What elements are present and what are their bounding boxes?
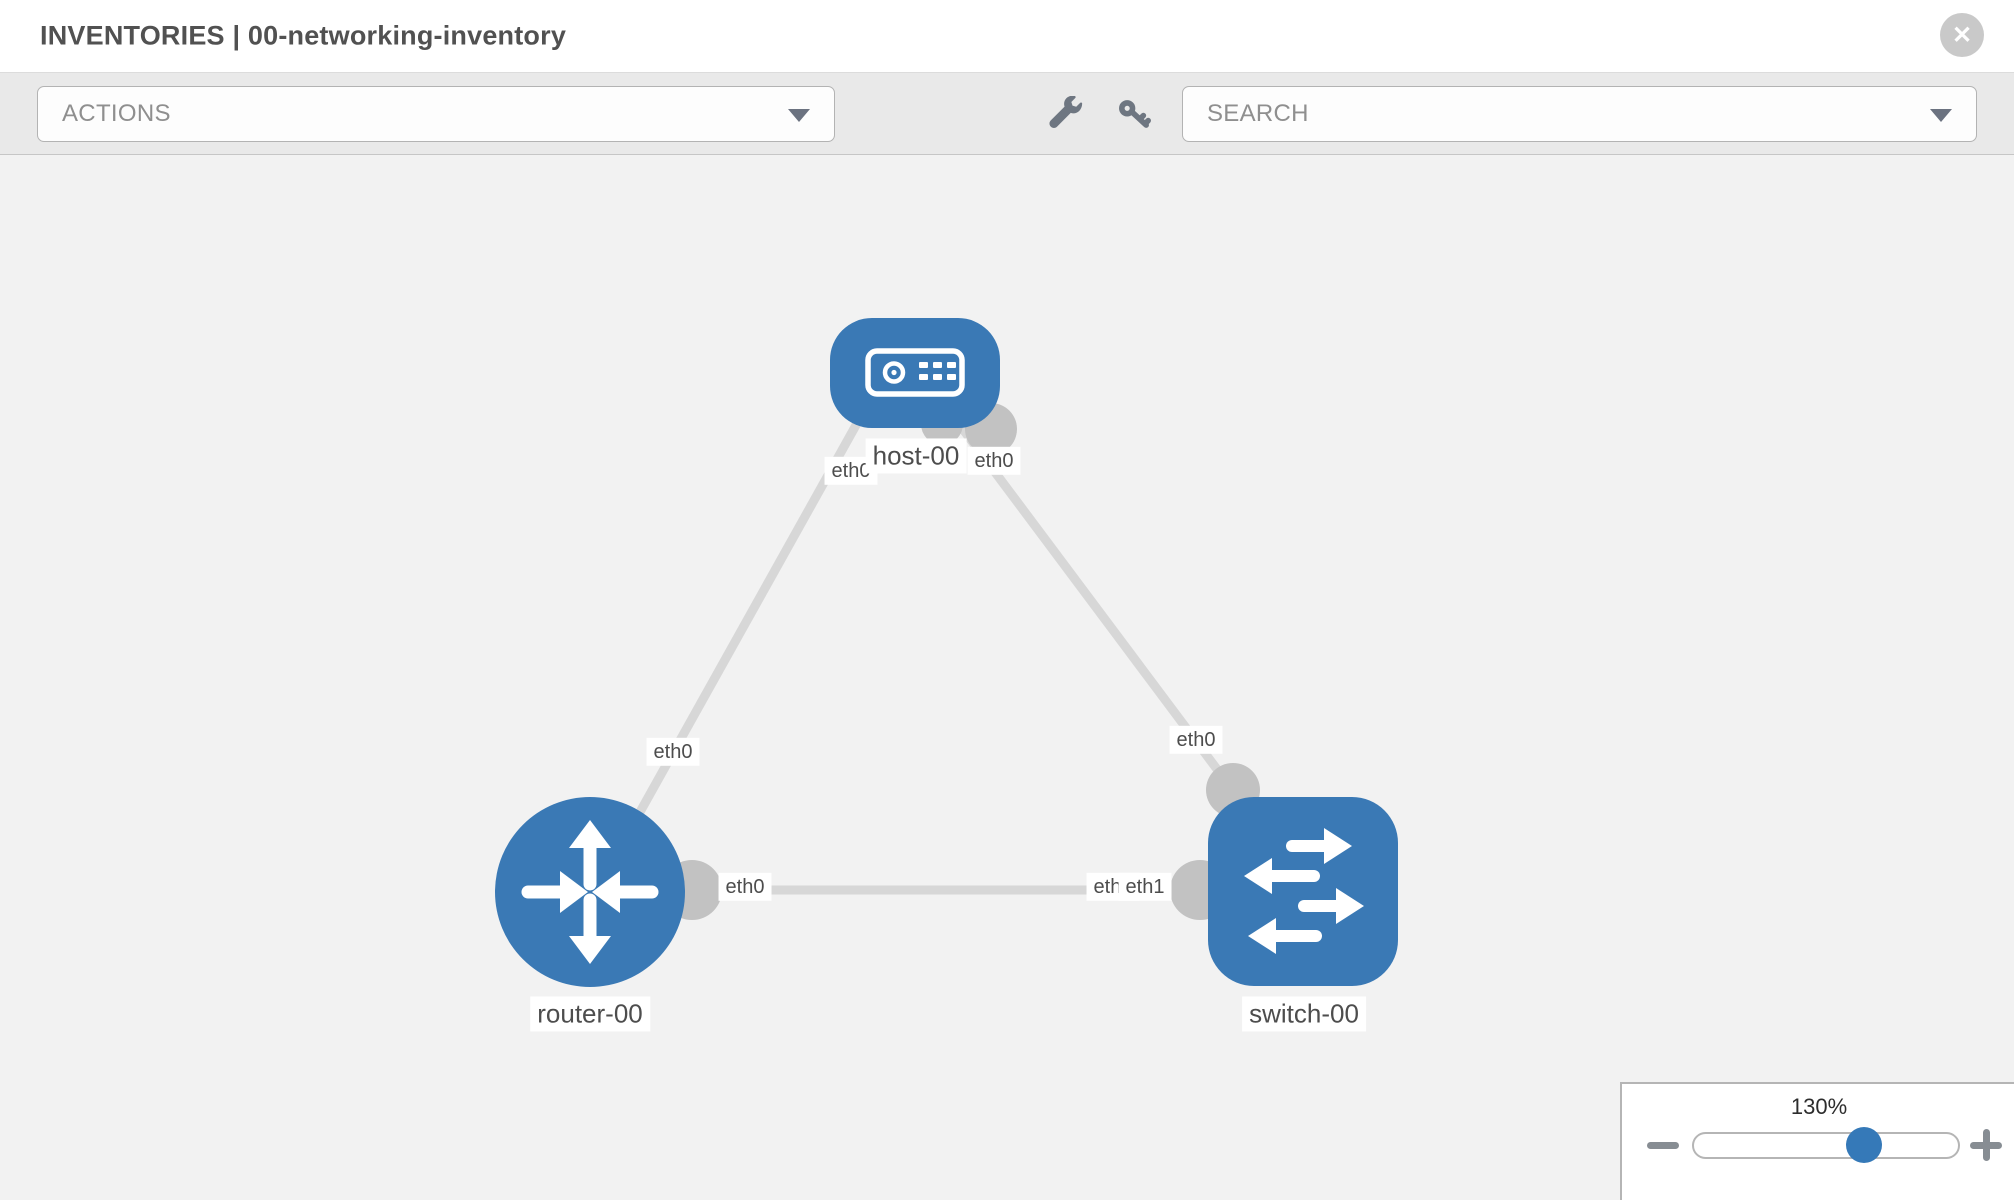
zoom-slider-track[interactable] [1692, 1132, 1960, 1159]
port-markers [662, 403, 1260, 920]
topology-canvas[interactable] [0, 155, 2014, 1200]
node-label-switch: switch-00 [1242, 996, 1366, 1032]
page-title: INVENTORIES | 00-networking-inventory [40, 20, 567, 51]
credentials-button[interactable] [1113, 93, 1157, 137]
zoom-panel: 130% [1620, 1082, 2014, 1200]
zoom-in-button[interactable] [1970, 1129, 2002, 1161]
toolbar: ACTIONS SEARCH [0, 72, 2014, 155]
zoom-slider-handle[interactable] [1846, 1127, 1882, 1163]
port-label-switch-uplink: eth0 [1169, 725, 1223, 755]
node-label-host: host-00 [865, 438, 967, 474]
router-icon [521, 820, 659, 964]
host-icon [865, 348, 965, 397]
node-router[interactable] [495, 797, 685, 987]
port-label-router-eth0: eth0 [718, 872, 772, 902]
port-label-switch-eth1: eth1 [1118, 872, 1172, 902]
port-label-host-eth0-left: eth0 [824, 456, 878, 486]
search-dropdown-label: SEARCH [1207, 100, 1309, 127]
node-label-router: router-00 [530, 996, 650, 1032]
node-host[interactable] [830, 318, 1000, 428]
header: INVENTORIES | 00-networking-inventory ✕ [0, 0, 2014, 72]
search-dropdown[interactable]: SEARCH [1182, 86, 1977, 142]
node-switch[interactable] [1208, 797, 1398, 986]
configure-button[interactable] [1044, 93, 1088, 137]
links [636, 415, 1244, 895]
port-label-host-eth0-right: eth0 [967, 446, 1021, 476]
wrench-icon [1049, 96, 1083, 128]
dropdown-caret-icon [1930, 109, 1952, 122]
actions-dropdown[interactable]: ACTIONS [37, 86, 835, 142]
zoom-level-readout: 130% [1790, 1094, 1848, 1119]
close-icon[interactable]: ✕ [1940, 13, 1984, 57]
actions-dropdown-label: ACTIONS [62, 100, 171, 127]
dropdown-caret-icon [788, 109, 810, 122]
port-label-router-uplink: eth0 [646, 737, 700, 767]
zoom-out-button[interactable] [1647, 1142, 1679, 1149]
key-icon [1119, 100, 1151, 128]
switch-icon [1244, 828, 1364, 954]
